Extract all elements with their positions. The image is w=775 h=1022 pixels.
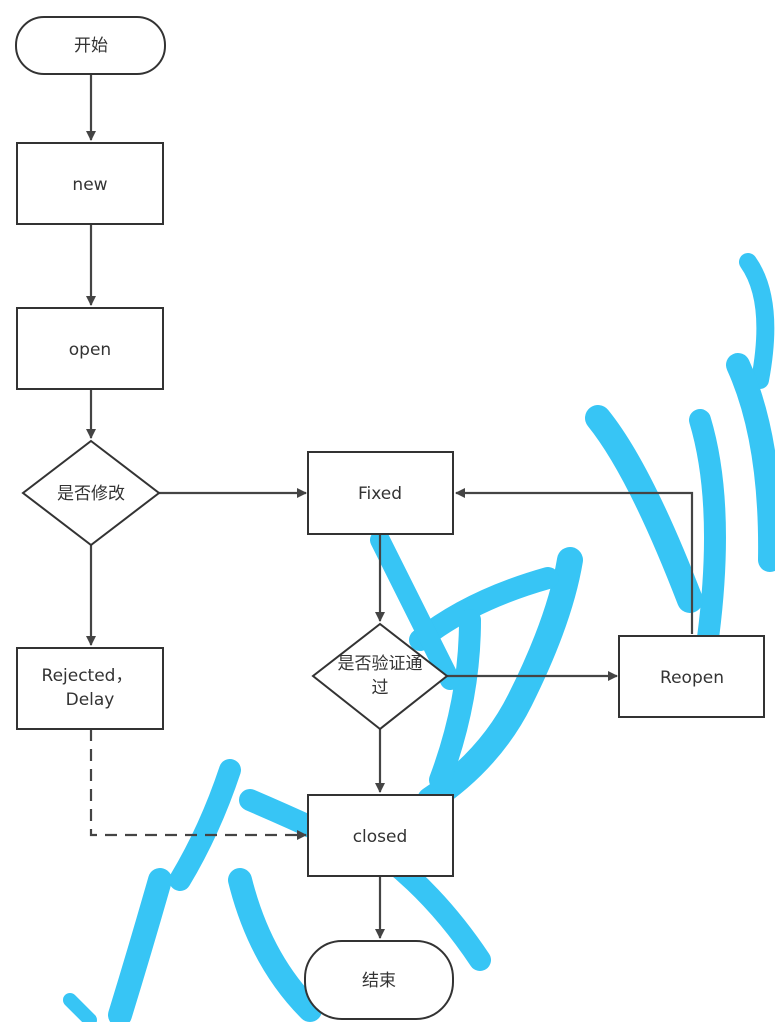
node-modified-decision: 是否修改 [21,439,161,547]
node-new-label: new [72,175,107,195]
node-rejected: Rejected， Delay [16,647,164,730]
edge-rejected-closed [89,729,307,840]
node-open: open [16,307,164,390]
node-closed: closed [307,794,454,877]
node-modified-label: 是否修改 [57,484,125,504]
node-verified-label-line2: 过 [372,678,389,698]
edge-reopen-fixed [455,488,694,634]
node-fixed-label: Fixed [358,484,402,504]
watermark [63,253,775,1022]
node-fixed: Fixed [307,451,454,535]
node-new: new [16,142,164,225]
node-reopen: Reopen [618,635,765,718]
node-verified-decision: 是否验证通 过 [311,622,449,731]
node-reopen-label: Reopen [660,668,724,688]
node-rejected-label-line1: Rejected， [42,666,133,686]
node-start: 开始 [15,16,166,75]
node-closed-label: closed [353,827,408,847]
node-end-label: 结束 [362,971,396,991]
edges [86,74,694,939]
node-start-label: 开始 [74,36,108,56]
node-end: 结束 [304,940,454,1020]
node-open-label: open [69,340,111,360]
node-rejected-label-line2: Delay [66,690,115,710]
node-verified-label-line1: 是否验证通 [338,654,423,674]
